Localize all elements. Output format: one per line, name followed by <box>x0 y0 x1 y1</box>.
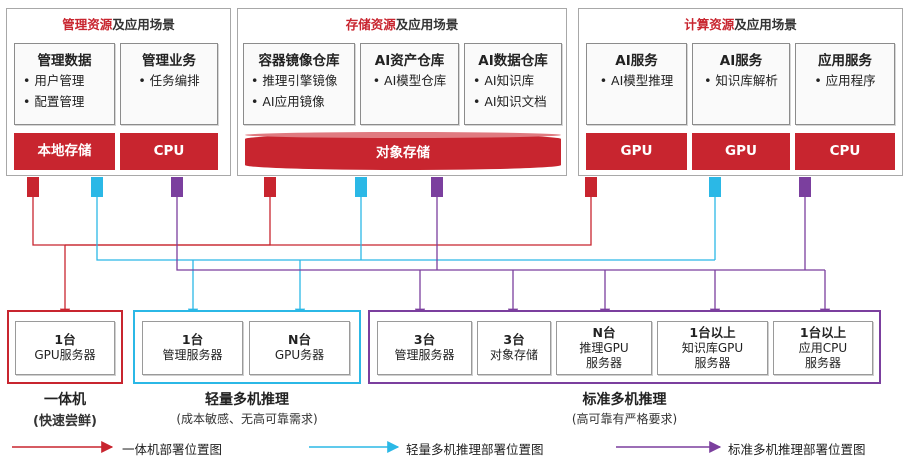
bar-local-storage: 本地存储 <box>14 133 115 170</box>
card-item: • 应用程序 <box>814 73 876 88</box>
card-mgmt-biz: 管理业务 • 任务编排 <box>120 43 218 125</box>
storage-panel-title: 存储资源及应用场景 <box>345 17 459 32</box>
card-item: • 任务编排 <box>138 73 200 88</box>
mode-subtitle-allinone: (快速尝鲜) <box>33 414 97 429</box>
stub-cyan <box>91 177 103 197</box>
target-std-cpu: 1台以上 应用CPU 服务器 <box>773 321 873 375</box>
bar-gpu-2: GPU <box>692 133 790 170</box>
target-std-gpu: N台 推理GPU 服务器 <box>556 321 652 375</box>
bar-cpu-mgmt: CPU <box>120 133 218 170</box>
target-allinone-gpu: 1台 GPU服务器 <box>15 321 115 375</box>
card-ai-data-repo: AI数据仓库 • AI知识库 • AI知识文档 <box>464 43 562 125</box>
card-title: 容器镜像仓库 <box>258 53 340 69</box>
card-title: AI服务 <box>615 53 658 69</box>
card-ai-service-inference: AI服务 • AI模型推理 <box>586 43 687 125</box>
card-title: 应用服务 <box>818 53 872 69</box>
compute-panel-title: 计算资源及应用场景 <box>684 17 797 32</box>
card-item: • AI模型仓库 <box>372 73 447 88</box>
mode-title-allinone: 一体机 <box>44 392 86 408</box>
stub-cyan <box>355 177 367 197</box>
mode-subtitle-standard: (高可靠有严格要求) <box>571 412 678 426</box>
card-ai-asset-repo: AI资产仓库 • AI模型仓库 <box>360 43 459 125</box>
red-lines <box>32 197 592 320</box>
card-title: AI数据仓库 <box>478 53 548 69</box>
target-std-mgmt: 3台 管理服务器 <box>377 321 472 375</box>
stub-cyan <box>709 177 721 197</box>
target-std-obj: 3台 对象存储 <box>477 321 551 375</box>
object-storage-cylinder-top <box>245 132 561 138</box>
legend-standard: 标准多机推理部署位置图 <box>728 442 866 457</box>
card-title: AI服务 <box>719 53 763 69</box>
card-app-service: 应用服务 • 应用程序 <box>795 43 895 125</box>
stub-purple <box>431 177 443 197</box>
target-std-kb: 1台以上 知识库GPU 服务器 <box>657 321 768 375</box>
stub-purple <box>799 177 811 197</box>
mgmt-panel-title: 管理资源及应用场景 <box>62 17 175 32</box>
card-mgmt-data: 管理数据 • 用户管理 • 配置管理 <box>14 43 115 125</box>
purple-lines <box>176 197 831 320</box>
mode-title-light: 轻量多机推理 <box>205 392 289 408</box>
card-ai-service-kb: AI服务 • 知识库解析 <box>692 43 790 125</box>
legend-allinone: 一体机部署位置图 <box>122 442 223 457</box>
card-item: • AI应用镜像 <box>251 94 325 109</box>
stub-red <box>585 177 597 197</box>
card-item: • 用户管理 <box>23 73 85 88</box>
stub-red <box>27 177 39 197</box>
card-item: • AI知识文档 <box>473 94 547 109</box>
cyan-lines <box>96 197 716 320</box>
card-item: • AI知识库 <box>473 73 535 88</box>
stub-purple <box>171 177 183 197</box>
card-title: 管理数据 <box>37 53 92 69</box>
bar-object-storage: 对象存储 <box>245 134 561 170</box>
card-title: 管理业务 <box>142 53 196 69</box>
target-light-gpu: N台 GPU务器 <box>249 321 350 375</box>
card-item: • 配置管理 <box>23 94 85 109</box>
bar-gpu-1: GPU <box>586 133 687 170</box>
stub-red <box>264 177 276 197</box>
card-title: AI资产仓库 <box>374 53 445 69</box>
mode-title-standard: 标准多机推理 <box>582 392 667 408</box>
card-container-repo: 容器镜像仓库 • 推理引擎镜像 • AI应用镜像 <box>243 43 355 125</box>
card-item: • 知识库解析 <box>704 73 778 88</box>
mode-subtitle-light: (成本敏感、无高可靠需求) <box>176 412 318 426</box>
legend-light: 轻量多机推理部署位置图 <box>406 442 544 457</box>
card-item: • 推理引擎镜像 <box>251 73 338 88</box>
card-item: • AI模型推理 <box>599 73 674 88</box>
bar-cpu-compute: CPU <box>795 133 895 170</box>
target-light-mgmt: 1台 管理服务器 <box>142 321 243 375</box>
